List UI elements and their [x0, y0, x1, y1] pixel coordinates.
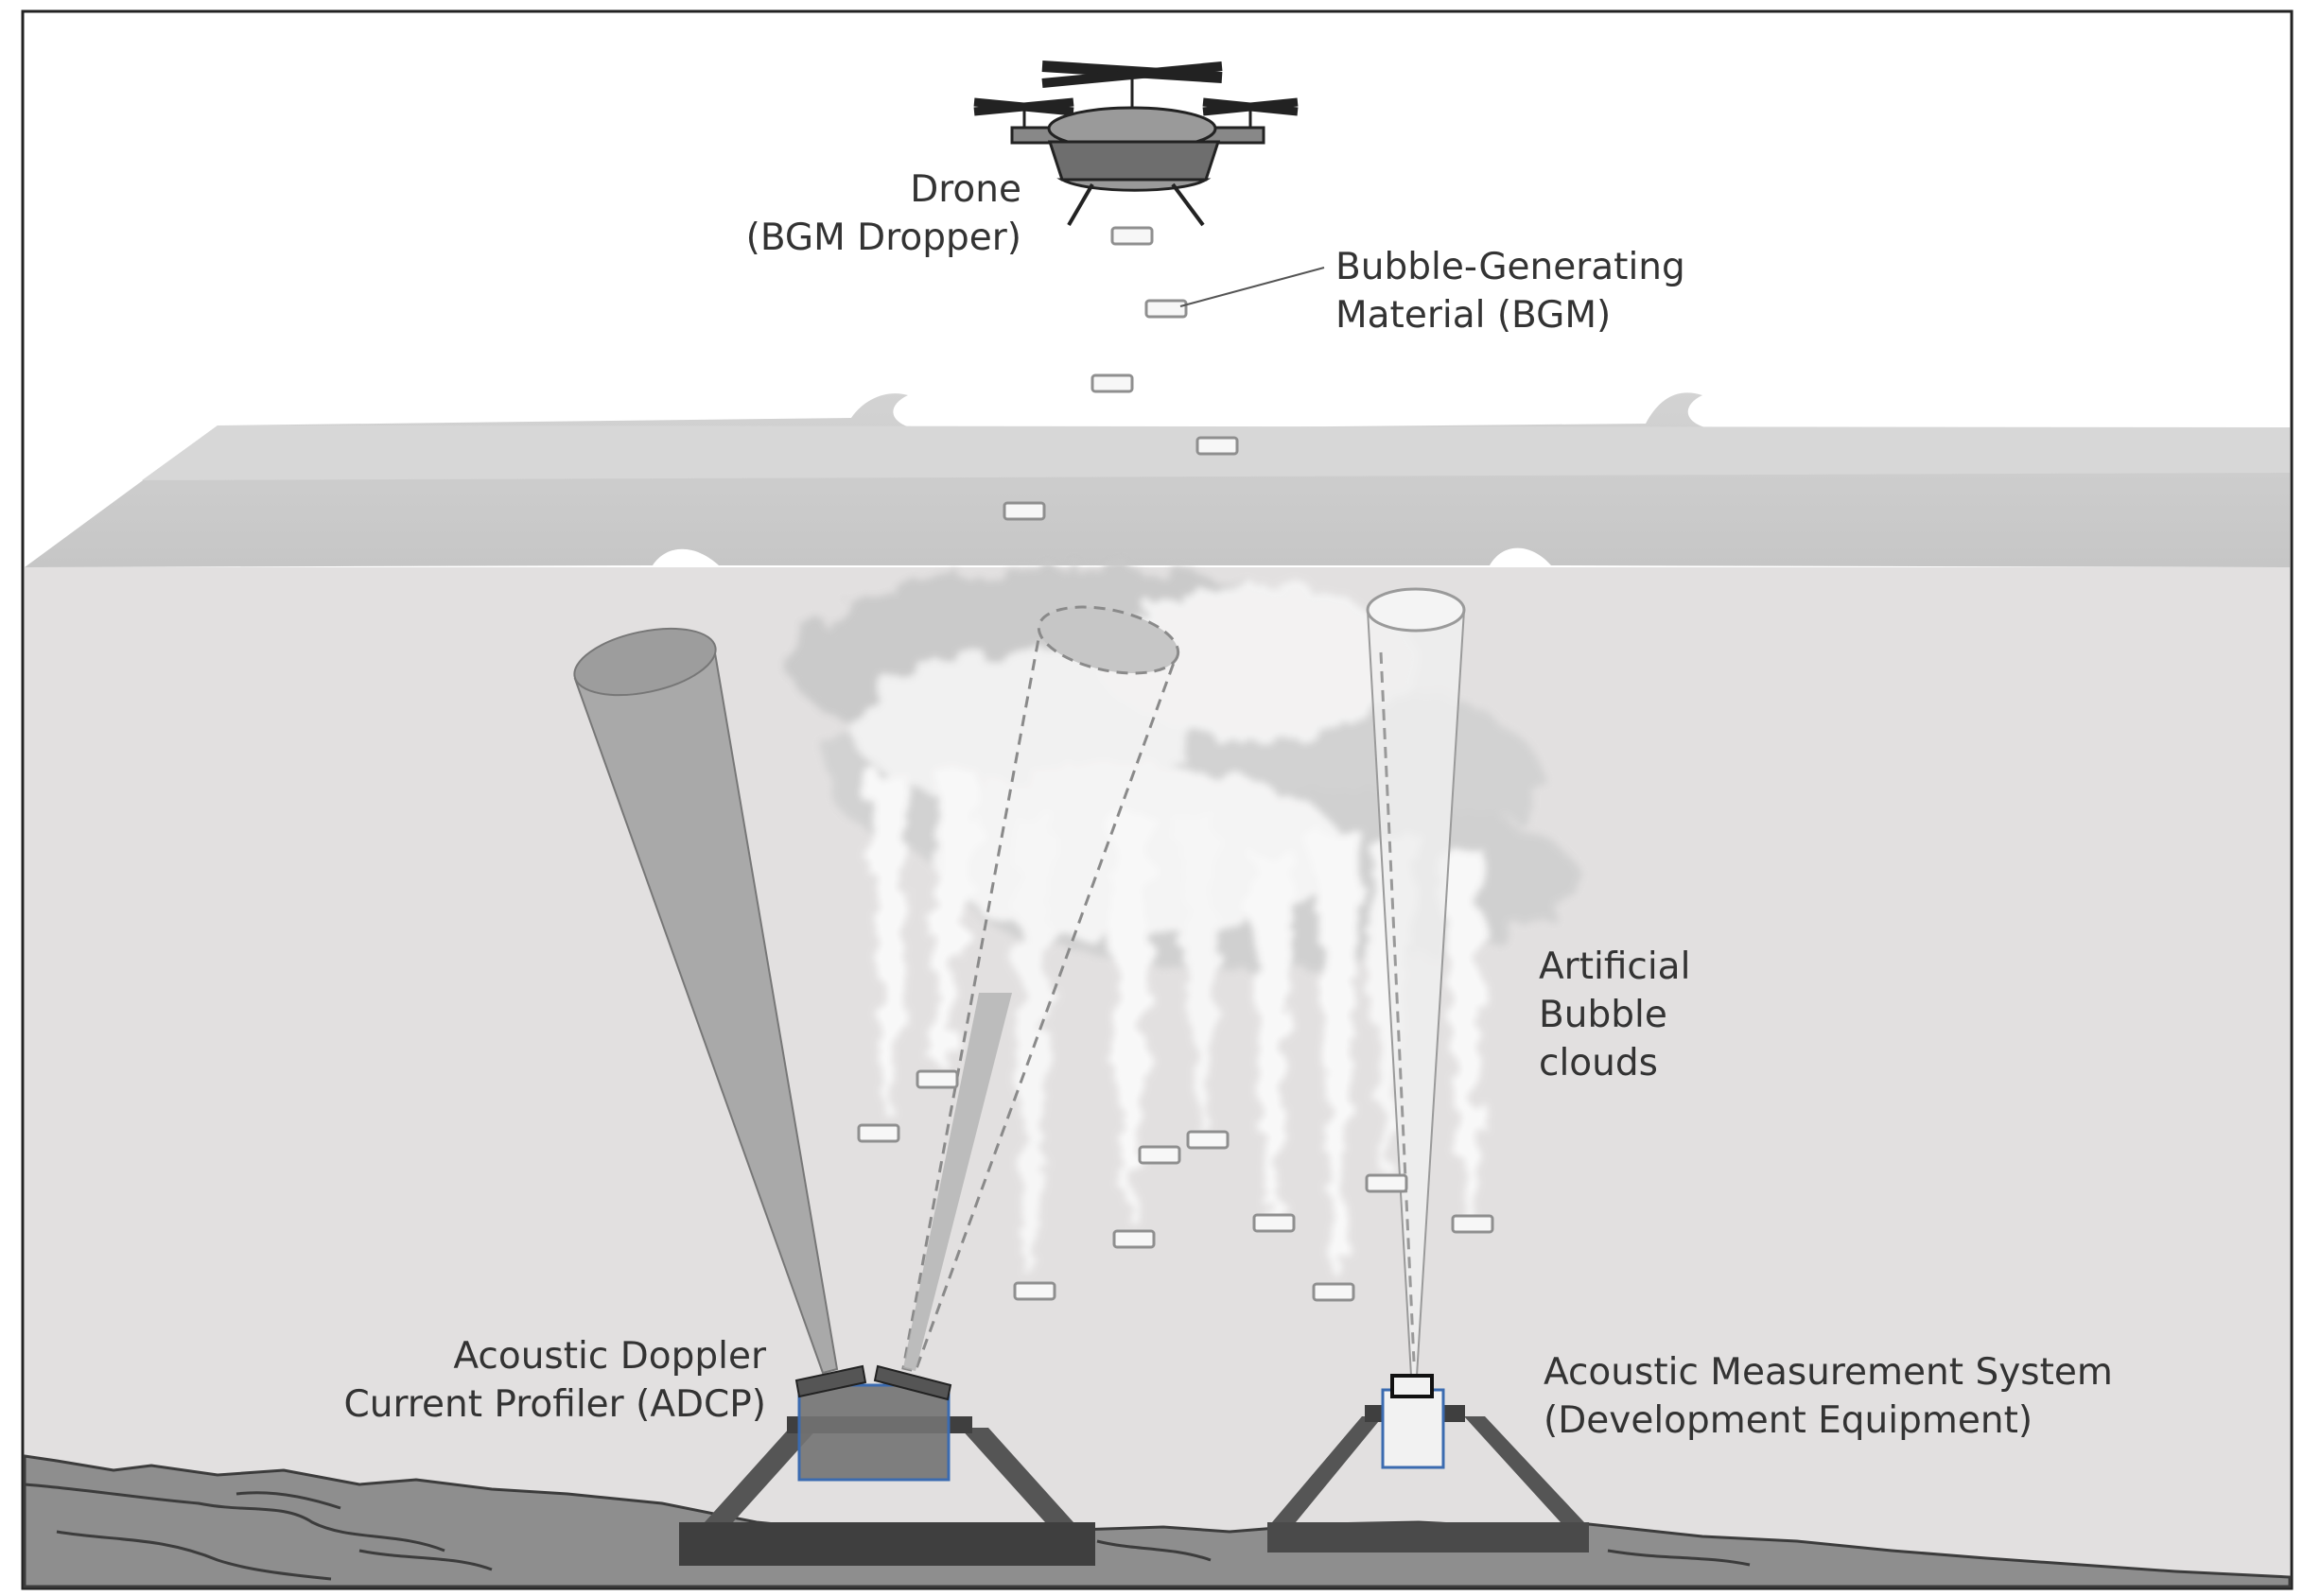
adcp-sensor-housing	[797, 1383, 951, 1482]
ams-transducer	[1390, 1374, 1434, 1398]
bgm-pellets	[857, 226, 1494, 1302]
adcp-beam-right-opening	[1037, 605, 1180, 675]
drone-label-line-1: Drone	[910, 168, 1021, 211]
drone-label-line-2: (BGM Dropper)	[745, 217, 1021, 259]
bubble-clouds-label-line-2: Bubble	[1539, 994, 1667, 1036]
seabed-cracks	[24, 1483, 1751, 1581]
bgm-leader-line	[1179, 267, 1325, 307]
adcp-label-line-2: Current Profiler (ADCP)	[343, 1383, 766, 1426]
adcp-transducer-left	[794, 1364, 867, 1398]
adcp-beam-right-shaded	[903, 993, 1012, 1371]
ams-beam	[1366, 587, 1466, 1377]
bubble-clouds-label-line-1: Artificial	[1539, 945, 1691, 988]
drone-icon	[973, 61, 1299, 227]
adcp-transducer-right	[873, 1364, 952, 1401]
bubble-clouds-label-line-3: clouds	[1539, 1042, 1658, 1084]
ams-base	[1267, 1522, 1589, 1553]
ams-label: Acoustic Measurement System (Development…	[1544, 1348, 2113, 1445]
adcp-beam-left-opening	[573, 627, 717, 697]
ams-label-line-1: Acoustic Measurement System	[1544, 1351, 2113, 1394]
bgm-label-line-1: Bubble-Generating	[1335, 246, 1685, 288]
adcp-beams	[573, 605, 1180, 1375]
ams-label-line-2: (Development Equipment)	[1544, 1399, 2033, 1442]
ams-platform	[1267, 1374, 1589, 1553]
adcp-base	[679, 1522, 1095, 1566]
bgm-label: Bubble-Generating Material (BGM)	[1335, 243, 1685, 339]
adcp-label: Acoustic Doppler Current Profiler (ADCP)	[284, 1332, 766, 1429]
ams-sensor-housing	[1381, 1388, 1445, 1469]
adcp-label-line-1: Acoustic Doppler	[453, 1335, 766, 1378]
adcp-platform	[679, 1364, 1095, 1566]
seabed	[23, 1454, 2292, 1588]
bgm-label-line-2: Material (BGM)	[1335, 294, 1612, 337]
drone-label: Drone (BGM Dropper)	[700, 165, 1021, 262]
bubble-clouds-label: Artificial Bubble clouds	[1539, 943, 1690, 1087]
